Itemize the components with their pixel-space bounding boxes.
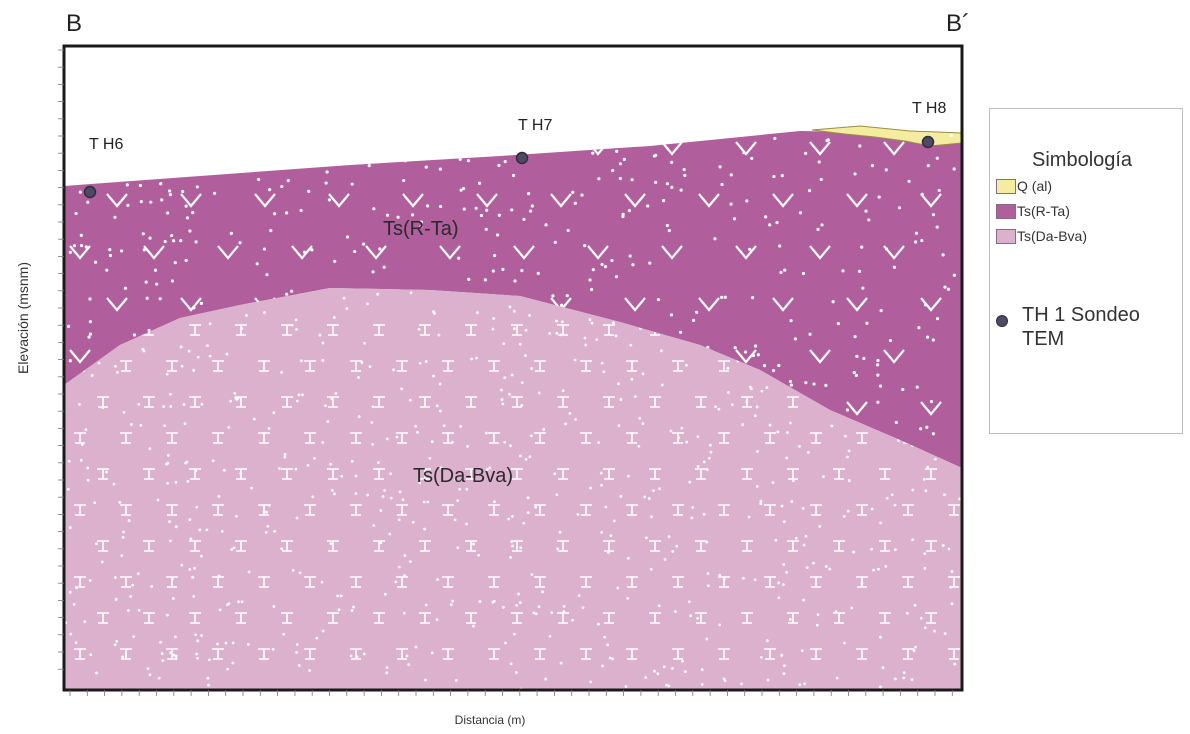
unit-ts-da-bva-area xyxy=(64,288,962,690)
legend-label-ts-da-bva: Ts(Da-Bva) xyxy=(1017,228,1088,244)
legend-title: Simbología xyxy=(1032,149,1133,171)
unit-label-ts-da-bva: Ts(Da-Bva) xyxy=(413,465,514,487)
well-marker-th7[interactable] xyxy=(515,151,529,165)
well-marker-th6[interactable] xyxy=(83,185,97,199)
legend-label-well-line1: TH 1 Sondeo xyxy=(1022,304,1140,326)
legend-label-well: TH 1 Sondeo TEM xyxy=(1022,303,1140,351)
well-symbol-icon xyxy=(996,315,1008,327)
section-end-label: B´ xyxy=(946,10,970,37)
legend-box: Simbología Q (al) Ts(R-Ta) Ts(Da-Bva) TH… xyxy=(989,108,1183,434)
unit-ts-r-ta-area xyxy=(64,131,962,468)
legend-item-ts-da-bva: Ts(Da-Bva) xyxy=(996,228,1087,244)
well-label-th6: T H6 xyxy=(89,136,124,153)
unit-label-ts-r-ta: Ts(R-Ta) xyxy=(383,218,459,240)
legend-label-q-al: Q (al) xyxy=(1017,178,1052,194)
legend-item-well: TH 1 Sondeo TEM xyxy=(996,303,1140,351)
legend-label-well-line2: TEM xyxy=(1022,328,1065,350)
legend-item-q-al: Q (al) xyxy=(996,178,1052,194)
well-label-th8: T H8 xyxy=(912,100,947,117)
legend-swatch-ts-r-ta xyxy=(996,203,1016,219)
x-axis-title: Distancia (m) xyxy=(454,713,526,727)
y-axis-title: Elevación (msnm) xyxy=(15,261,31,375)
legend-swatch-q-al xyxy=(996,178,1016,194)
well-label-th7: T H7 xyxy=(518,117,553,134)
section-frame xyxy=(62,44,964,692)
section-start-label: B xyxy=(66,10,83,37)
legend-item-ts-r-ta: Ts(R-Ta) xyxy=(996,203,1070,219)
legend-label-ts-r-ta: Ts(R-Ta) xyxy=(1017,203,1070,219)
well-marker-th8[interactable] xyxy=(921,135,935,149)
axis-ticks xyxy=(58,49,953,696)
legend-swatch-ts-da-bva xyxy=(996,228,1016,244)
